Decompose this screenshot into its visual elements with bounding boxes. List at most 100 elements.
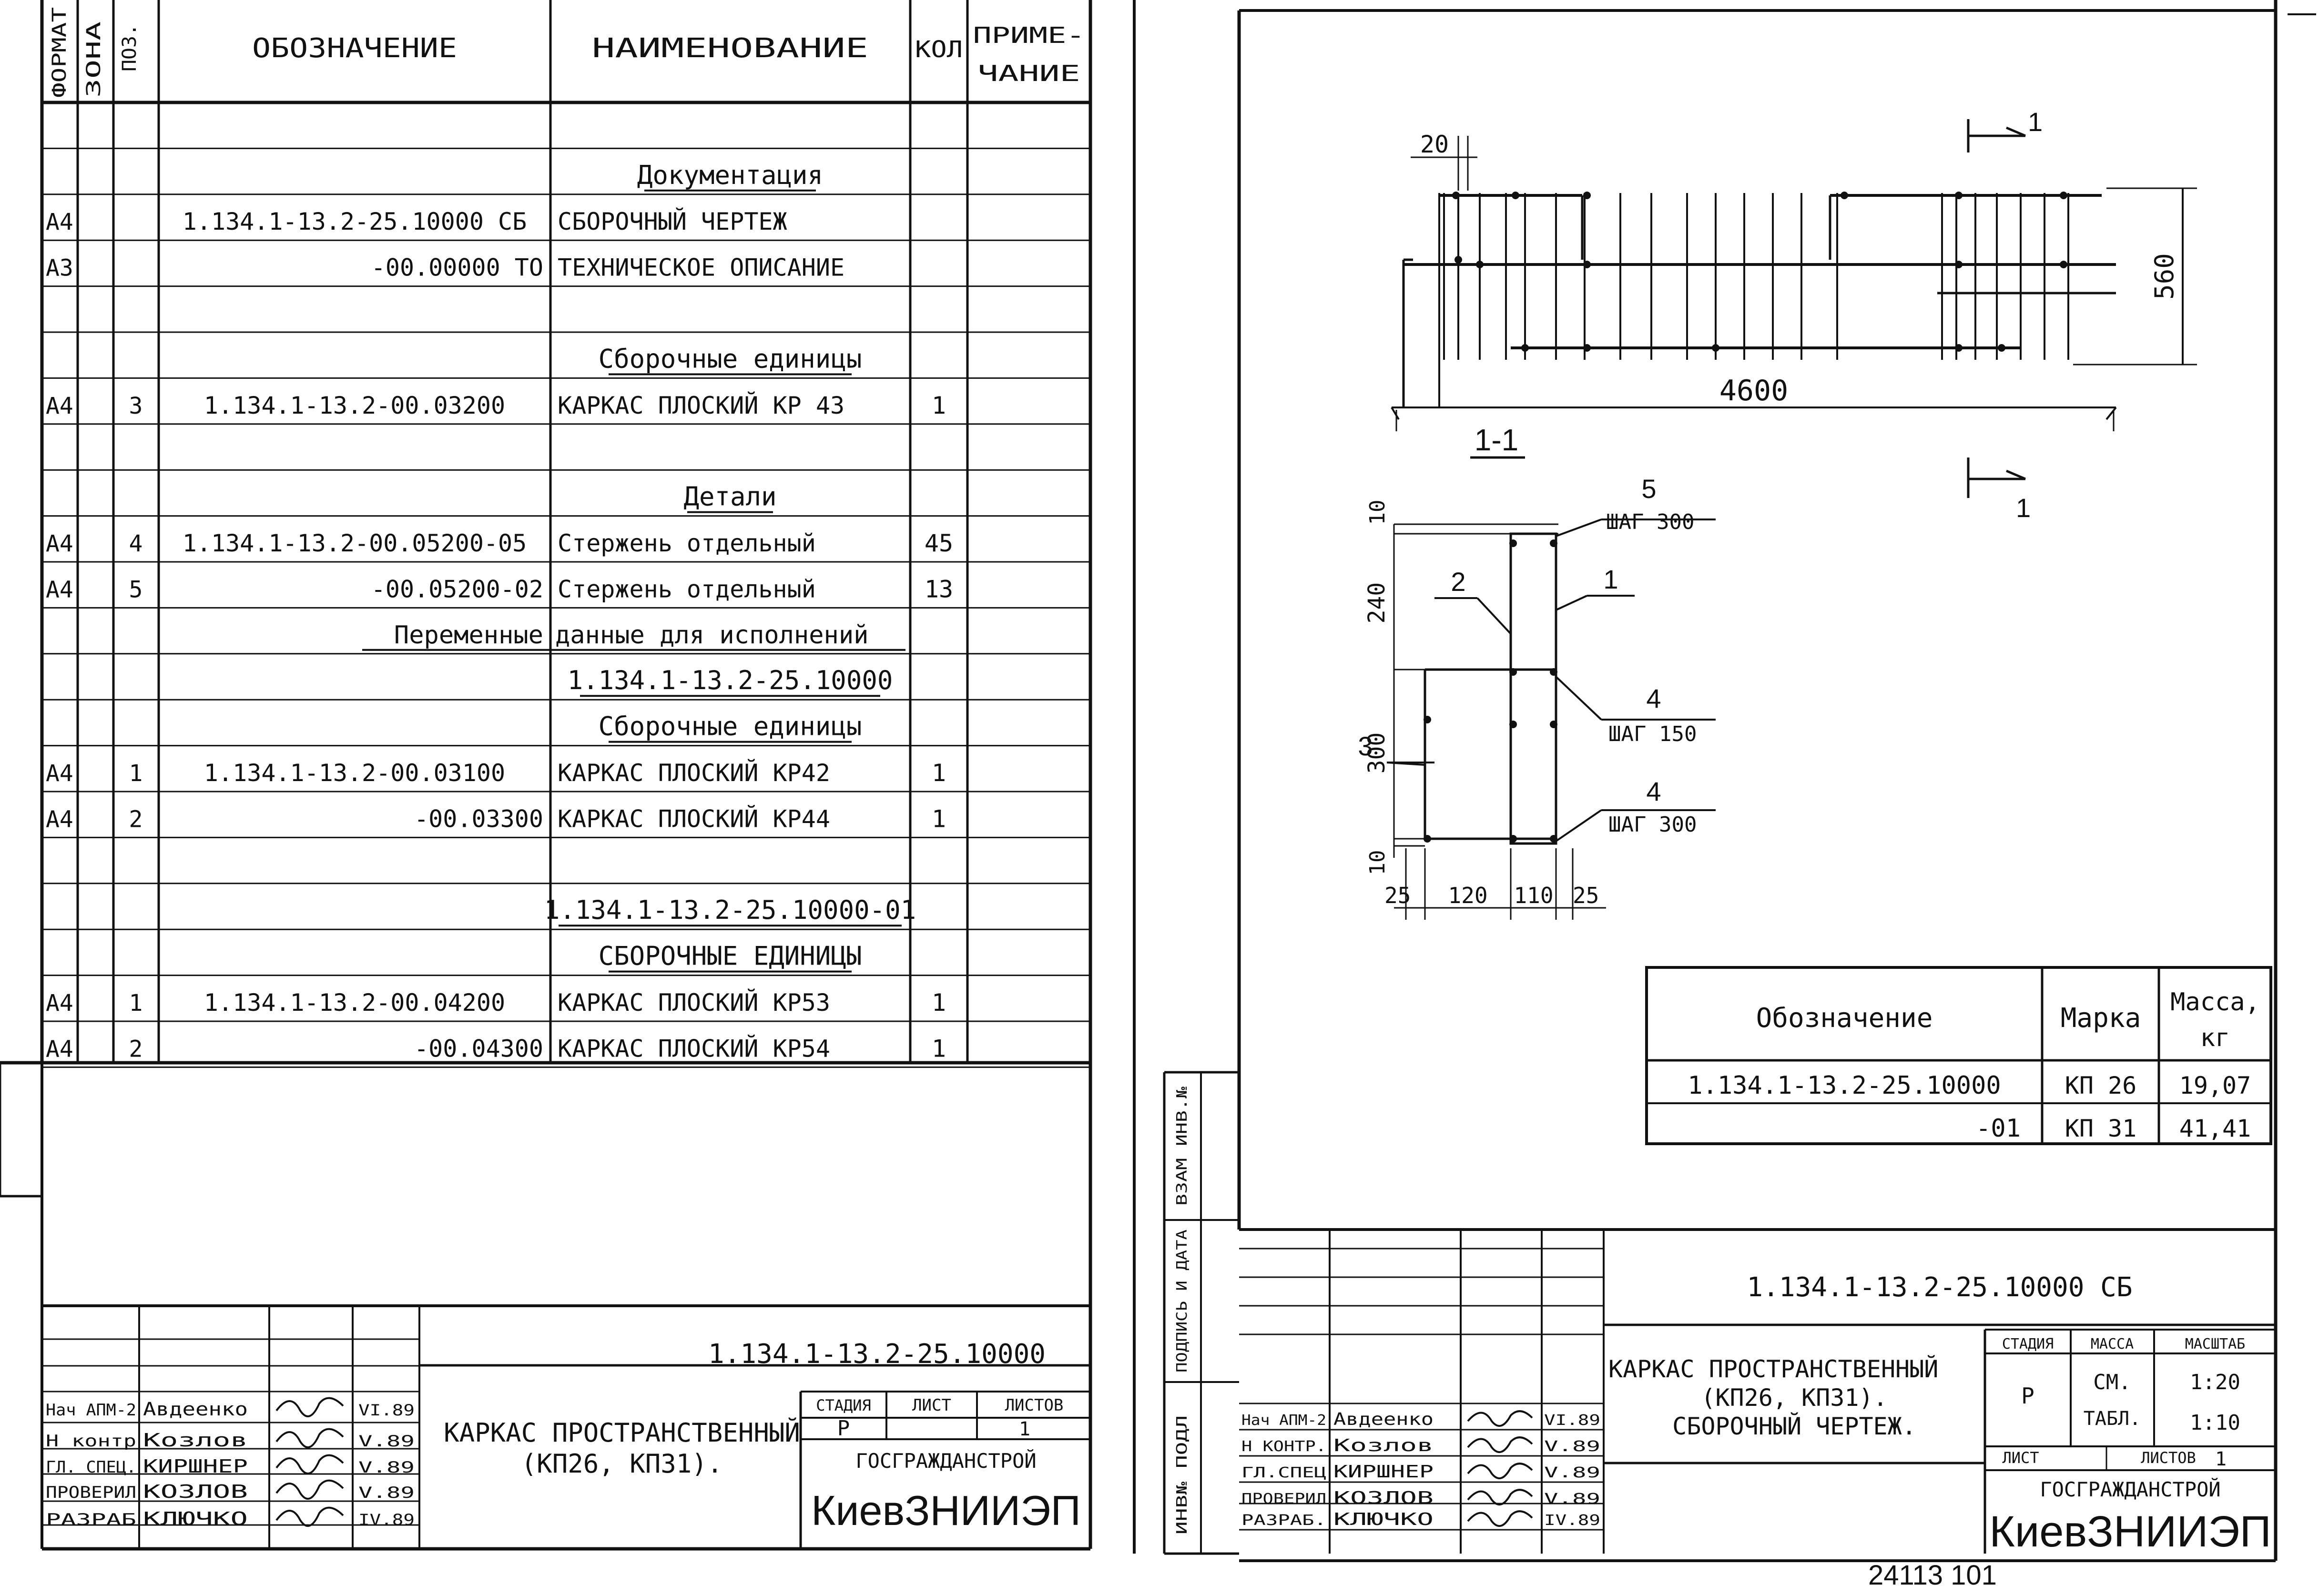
mass-row-mark: КП 26 — [2065, 1072, 2137, 1099]
row-name: КАРКАС ПЛОСКИЙ КР53 — [558, 988, 830, 1017]
mass-header-unit: кг — [2200, 1024, 2230, 1052]
stamp-sheet-label: ЛИСТ — [912, 1396, 951, 1415]
callout-leader — [1555, 676, 1602, 721]
mass-header-mass: Масса, — [2170, 988, 2260, 1017]
stamp-title: КАРКАС ПРОСТРАНСТВЕННЫЙ — [444, 1418, 800, 1448]
rebar-joint — [1955, 344, 1963, 352]
signature-scribble — [1467, 1436, 1533, 1454]
row-quantity: 1 — [932, 805, 946, 833]
side-label-substitution: ВЗАМ ИНВ.№ — [1174, 1087, 1190, 1206]
stamp-person: Авдеенко — [143, 1399, 248, 1420]
rebar-joint — [1583, 344, 1591, 352]
dimension-arrow — [2105, 407, 2117, 420]
rebar-joint — [1476, 261, 1484, 268]
stamp-title: (КП26, КП31). — [1701, 1384, 1887, 1412]
row-quantity: 1 — [932, 1035, 946, 1062]
callout-leader — [1555, 809, 1602, 842]
stamp-role: ГЛ. СПЕЦ. — [46, 1458, 136, 1477]
section-rebar — [1424, 835, 1431, 843]
stamp-title: (КП26, КП31). — [521, 1449, 723, 1479]
dimension-120: 120 — [1448, 883, 1487, 908]
header-qty: КОЛ — [915, 36, 963, 63]
rebar-joint — [2060, 261, 2067, 268]
section-mark-number: 1 — [2016, 493, 2031, 523]
signature-scribble — [275, 1506, 344, 1527]
row-position: 2 — [129, 1036, 143, 1062]
rebar-joint — [1712, 344, 1719, 352]
stamp-stage-value: Р — [2021, 1383, 2034, 1409]
row-name: КАРКАС ПЛОСКИЙ КР44 — [558, 804, 830, 833]
row-name: ТЕХНИЧЕСКОЕ ОПИСАНИЕ — [558, 254, 844, 282]
section-rebar — [1509, 539, 1517, 547]
row-name: данные для исполнений — [555, 621, 868, 650]
stamp-sheets-label: ЛИСТОВ — [1005, 1396, 1064, 1415]
signature-scribble — [1467, 1489, 1533, 1506]
mass-row-designation: -01 — [1976, 1114, 2021, 1143]
stamp-person: КИРШНЕР — [143, 1456, 248, 1477]
header-zone: ЗОНА — [83, 21, 105, 98]
stamp-mass-value: СМ. — [2093, 1370, 2131, 1394]
rebar-joint — [1841, 192, 1848, 199]
stamp-date: V.89 — [358, 1432, 415, 1450]
stamp-date: VI.89 — [1544, 1412, 1600, 1429]
stamp-person: КЛЮЧКО — [1333, 1510, 1434, 1529]
stamp-person: Козлов — [1333, 1436, 1434, 1455]
callout-step: ШАГ 300 — [1606, 510, 1694, 534]
row-designation: 1.134.1-13.2-00.05200-05 — [183, 529, 527, 557]
section-mark-number: 1 — [2028, 107, 2043, 137]
stamp-institute: КиевЗНИИЭП — [1989, 1507, 2271, 1556]
stamp-title: СБОРОЧНЫЙ ЧЕРТЕЖ. — [1672, 1412, 1916, 1440]
stamp-role: Н КОНТР. — [1241, 1438, 1326, 1455]
mass-row-value: 19,07 — [2179, 1072, 2251, 1099]
row-name: КАРКАС ПЛОСКИЙ КР 43 — [558, 391, 844, 419]
header-format: ФОРМАТ — [49, 7, 71, 98]
section-title: Документация — [637, 160, 823, 190]
row-quantity: 45 — [925, 529, 953, 557]
section-title: Сборочные единицы — [599, 712, 862, 742]
callout-number: 2 — [1451, 567, 1465, 597]
stamp-role: Н контр — [46, 1432, 136, 1451]
stamp-role: РАЗРАБ — [46, 1510, 136, 1529]
mass-header-mark: Марка — [2061, 1003, 2141, 1034]
mass-row-mark: КП 31 — [2065, 1115, 2137, 1142]
stamp-date: IV.89 — [1544, 1512, 1600, 1529]
section-rebar — [1550, 835, 1557, 843]
stamp-person: Козлов — [143, 1430, 248, 1451]
header-note: ПРИМЕ- — [973, 22, 1085, 48]
stamp-role: РАЗРАБ. — [1241, 1512, 1326, 1529]
archive-number: 24113 101 — [1868, 1560, 1997, 1591]
row-position: 4 — [129, 530, 143, 557]
dimension-25: 25 — [1573, 883, 1599, 908]
row-name: КАРКАС ПЛОСКИЙ КР42 — [558, 759, 830, 787]
stamp-title: КАРКАС ПРОСТРАНСТВЕННЫЙ — [1608, 1355, 1938, 1383]
stamp-role: Нач АПМ-2 — [46, 1401, 136, 1420]
dimension-110: 110 — [1514, 883, 1553, 908]
signature-scribble — [1467, 1510, 1533, 1527]
stamp-organization: ГОСГРАЖДАНСТРОЙ — [2040, 1477, 2220, 1501]
stamp-person: КИРШНЕР — [1333, 1462, 1434, 1482]
stamp-document-code: 1.134.1-13.2-25.10000 СБ — [1747, 1272, 2132, 1303]
row-designation: 1.134.1-13.2-00.04200 — [204, 989, 505, 1017]
dimension-10: 10 — [1365, 500, 1390, 525]
dimension-240: 240 — [1363, 582, 1390, 624]
header-note: ЧАНИЕ — [978, 61, 1080, 86]
row-format: А4 — [46, 393, 73, 419]
row-format: А4 — [46, 576, 73, 603]
section-rebar — [1424, 716, 1431, 723]
section-arrow — [2006, 469, 2026, 480]
stamp-date: V.89 — [1544, 1491, 1600, 1507]
rebar-joint — [2060, 192, 2067, 199]
callout-leader — [1476, 597, 1512, 635]
stamp-sheets-value: 1 — [1019, 1418, 1030, 1440]
rebar-joint — [1583, 192, 1591, 199]
stamp-organization: ГОСГРАЖДАНСТРОЙ — [855, 1449, 1036, 1473]
dimension-300: 300 — [1363, 732, 1390, 774]
side-label-signature-date: ПОДПИСЬ И ДАТА — [1174, 1230, 1190, 1372]
stamp-sheets-label: ЛИСТОВ — [2141, 1449, 2196, 1467]
